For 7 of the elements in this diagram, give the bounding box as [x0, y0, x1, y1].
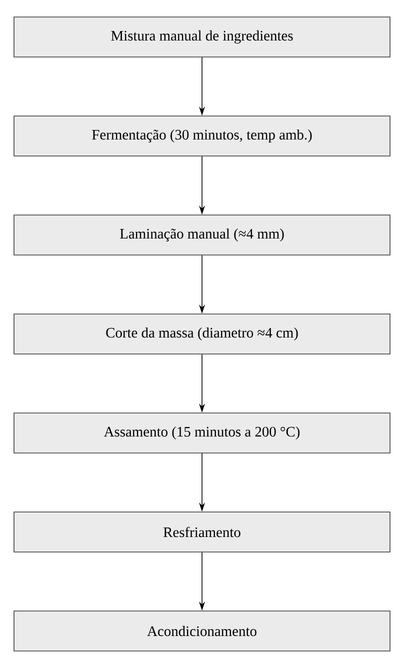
process-box: Laminação manual (≈4 mm)	[14, 214, 390, 256]
process-box: Fermentação (30 minutos, temp amb.)	[14, 116, 390, 156]
process-box: Resfriamento	[14, 512, 390, 552]
process-box: Acondicionamento	[14, 610, 390, 652]
process-box: Corte da massa (diametro ≈4 cm)	[14, 314, 390, 354]
process-box: Mistura manual de ingredientes	[14, 16, 390, 58]
process-box: Assamento (15 minutos a 200 °C)	[14, 412, 390, 454]
